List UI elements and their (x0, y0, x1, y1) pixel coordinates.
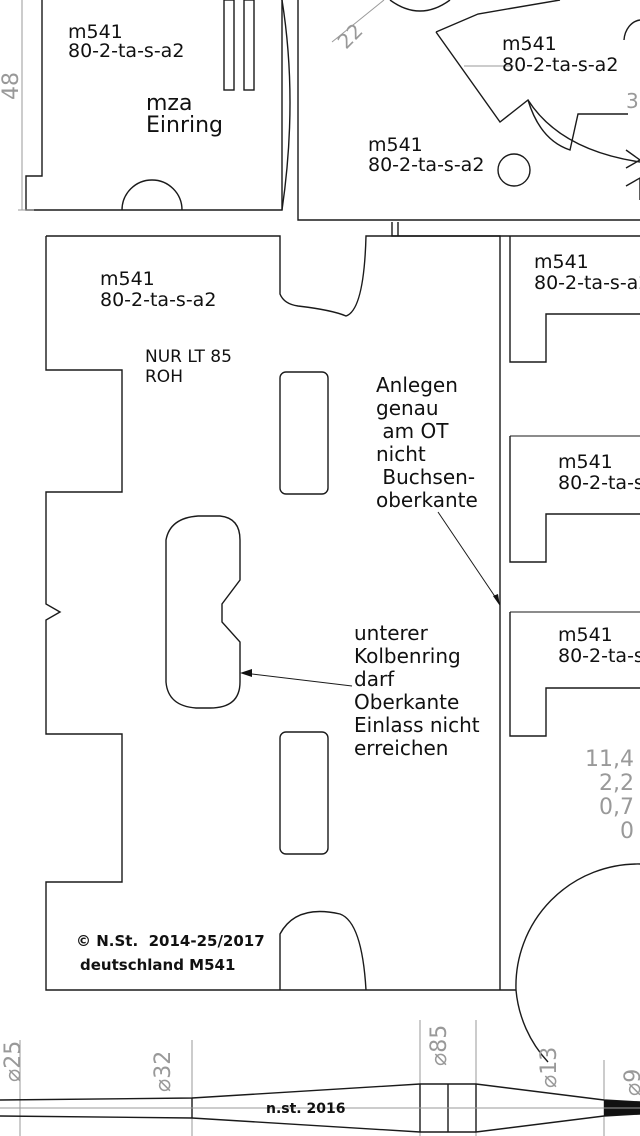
copyright-block: © N.St. 2014-25/2017 deutschland M541 (76, 932, 265, 974)
note-anlegen: Anlegen genau am OT nicht Buchsen- oberk… (376, 373, 501, 606)
note-line: genau (376, 396, 439, 420)
part-code: m541 (558, 624, 613, 646)
dim-30-label: 30 (626, 89, 640, 113)
part-main (45, 235, 516, 991)
part-number: 80-2-ta-s (558, 472, 640, 494)
einring-label: Einring (146, 113, 223, 138)
shaft-dimensions: ⌀25 ⌀32 ⌀85 ⌀13 ⌀9 (1, 1025, 640, 1096)
part-number: 80-2-ta-s-a2 (534, 272, 640, 294)
dim-48-label: 48 (0, 72, 24, 100)
note-line: Anlegen (376, 373, 458, 397)
roh-label: ROH (145, 367, 183, 387)
right-values: 11,4 2,2 0,7 0 (585, 747, 634, 844)
part-main-labels: m541 80-2-ta-s-a2 NUR LT 85 ROH (100, 268, 232, 387)
note-line: Kolbenring (354, 644, 461, 668)
nur-lt-label: NUR LT 85 (145, 347, 232, 367)
part-number: 80-2-ta-s (558, 645, 640, 667)
country-label: deutschland M541 (80, 956, 235, 974)
note-line: Buchsen- (376, 465, 475, 489)
shaft-label: n.st. 2016 (266, 1101, 345, 1117)
part-code: m541 (68, 21, 123, 43)
value: 0 (620, 819, 634, 844)
note-line: am OT (376, 419, 449, 443)
phi85-label: ⌀85 (427, 1025, 452, 1066)
part-right-labels: m541 80-2-ta-s-a2 m541 80-2-ta-s m541 80… (534, 251, 640, 667)
part-number: 80-2-ta-s-a2 (68, 40, 184, 62)
copyright: © N.St. 2014-25/2017 (76, 932, 265, 950)
note-line: darf (354, 667, 395, 691)
part-number: 80-2-ta-s-a2 (100, 289, 216, 311)
value: 0,7 (599, 795, 634, 820)
note-line: erreichen (354, 736, 448, 760)
phi13-label: ⌀13 (537, 1047, 562, 1088)
note-line: unterer (354, 621, 429, 645)
value: 11,4 (585, 747, 634, 772)
note-line: nicht (376, 442, 426, 466)
value: 2,2 (599, 771, 634, 796)
part-code: m541 (368, 134, 423, 156)
phi32-label: ⌀32 (151, 1051, 176, 1092)
shaft-drawing: n.st. 2016 (0, 1020, 640, 1136)
note-line: Einlass nicht (354, 713, 480, 737)
part-code: m541 (534, 251, 589, 273)
part-right (509, 236, 640, 1063)
part-number: 80-2-ta-s-a2 (368, 154, 484, 176)
part-top-right-labels: 22 m541 80-2-ta-s-a2 m541 80-2-ta-s-a2 3… (333, 19, 640, 176)
part-code: m541 (502, 33, 557, 55)
note-line: oberkante (376, 488, 478, 512)
phi25-label: ⌀25 (1, 1041, 26, 1082)
dim-48: 48 (0, 0, 34, 211)
mza-label: mza (146, 91, 192, 116)
part-code: m541 (100, 268, 155, 290)
note-kolbenring: unterer Kolbenring darf Oberkante Einlas… (240, 621, 480, 760)
part-top-left (25, 0, 291, 211)
part-top-left-labels: m541 80-2-ta-s-a2 mza Einring (68, 21, 223, 138)
part-top-right (297, 0, 640, 221)
dim-22-label: 22 (333, 19, 368, 54)
part-code: m541 (558, 451, 613, 473)
note-line: Oberkante (354, 690, 459, 714)
phi-right-label: ⌀9 (621, 1069, 640, 1096)
part-number: 80-2-ta-s-a2 (502, 54, 618, 76)
